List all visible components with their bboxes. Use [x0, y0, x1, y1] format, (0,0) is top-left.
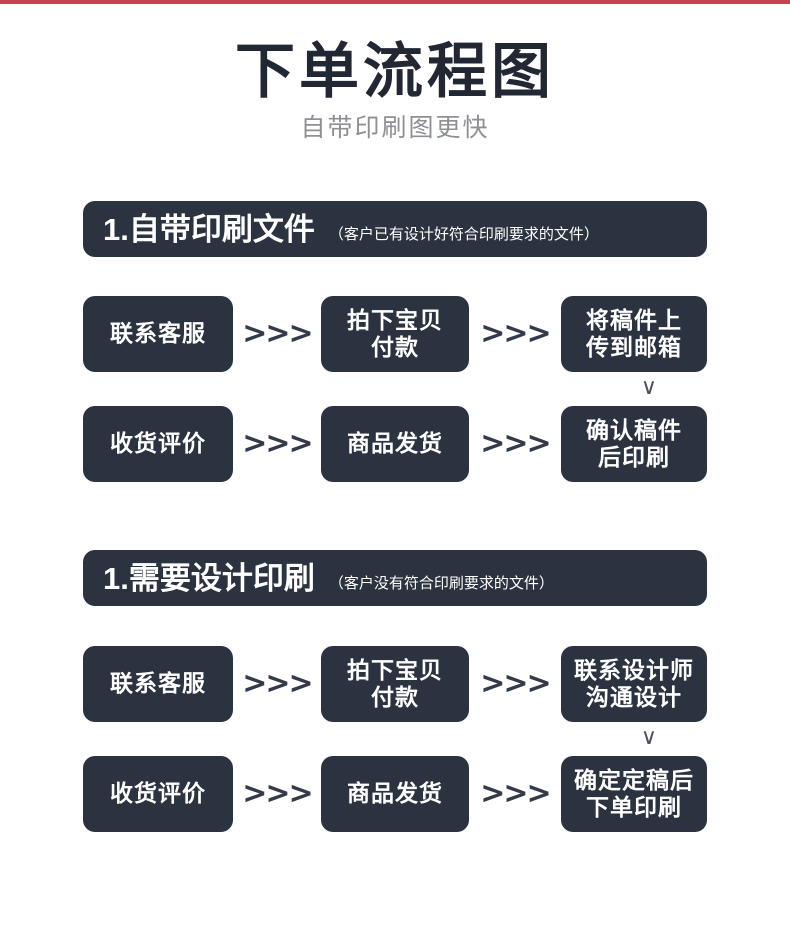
page-title-block: 下单流程图 自带印刷图更快	[0, 4, 790, 142]
section-1-note: （客户已有设计好符合印刷要求的文件）	[328, 225, 599, 243]
flow-row: 收货评价 >>> 商品发货 >>> 确定定稿后 下单印刷	[83, 755, 707, 833]
flow-node[interactable]: 商品发货	[321, 406, 469, 482]
top-accent-rule	[0, 0, 790, 4]
flow-node[interactable]: 联系设计师 沟通设计	[561, 646, 707, 722]
flow-row: 联系客服 >>> 拍下宝贝 付款 >>> 联系设计师 沟通设计	[83, 645, 707, 723]
flow-arrow-icon: >>>	[480, 776, 551, 811]
section-2-note: （客户没有符合印刷要求的文件）	[328, 574, 554, 592]
flow-node[interactable]: 将稿件上 传到邮箱	[561, 296, 707, 372]
flow-node[interactable]: 确认稿件 后印刷	[561, 406, 707, 482]
flow-row: 收货评价 >>> 商品发货 >>> 确认稿件 后印刷	[83, 405, 707, 483]
chevron-down-icon: ∨	[640, 375, 657, 400]
flow-node[interactable]: 收货评价	[83, 756, 233, 832]
section-1-header-wrap: 1.自带印刷文件 （客户已有设计好符合印刷要求的文件）	[0, 201, 790, 257]
flowchart-page: 下单流程图 自带印刷图更快 1.自带印刷文件 （客户已有设计好符合印刷要求的文件…	[0, 4, 790, 948]
page-title: 下单流程图	[235, 38, 555, 105]
flow-node[interactable]: 商品发货	[321, 756, 469, 832]
section-2-rows: 联系客服 >>> 拍下宝贝 付款 >>> 联系设计师 沟通设计 ∨ 收货评价 >…	[0, 645, 790, 833]
flow-arrow-icon: >>>	[242, 426, 313, 461]
flow-arrow-icon: >>>	[480, 666, 551, 701]
section-2-header-wrap: 1.需要设计印刷 （客户没有符合印刷要求的文件）	[0, 550, 790, 606]
flow-node[interactable]: 联系客服	[83, 296, 233, 372]
flow-arrow-icon: >>>	[480, 316, 551, 351]
flow-arrow-icon: >>>	[242, 776, 313, 811]
section-2-header: 1.需要设计印刷 （客户没有符合印刷要求的文件）	[83, 550, 707, 606]
flow-arrow-icon: >>>	[480, 426, 551, 461]
flow-node[interactable]: 收货评价	[83, 406, 233, 482]
flow-row: 联系客服 >>> 拍下宝贝 付款 >>> 将稿件上 传到邮箱	[83, 295, 707, 373]
page-subtitle: 自带印刷图更快	[300, 113, 490, 142]
flow-node[interactable]: 拍下宝贝 付款	[321, 296, 469, 372]
chevron-down-icon: ∨	[640, 725, 657, 750]
section-1-title: 1.自带印刷文件	[103, 211, 315, 247]
section-2-flow: 联系客服 >>> 拍下宝贝 付款 >>> 联系设计师 沟通设计 ∨ 收货评价 >…	[83, 645, 707, 833]
flow-node[interactable]: 确定定稿后 下单印刷	[561, 756, 707, 832]
section-2-title: 1.需要设计印刷	[103, 560, 315, 596]
flow-arrow-icon: >>>	[242, 316, 313, 351]
section-1-header: 1.自带印刷文件 （客户已有设计好符合印刷要求的文件）	[83, 201, 707, 257]
flow-arrow-icon: >>>	[242, 666, 313, 701]
section-1-flow: 联系客服 >>> 拍下宝贝 付款 >>> 将稿件上 传到邮箱 ∨ 收货评价 >>…	[83, 295, 707, 483]
section-1-rows: 联系客服 >>> 拍下宝贝 付款 >>> 将稿件上 传到邮箱 ∨ 收货评价 >>…	[0, 295, 790, 483]
flow-node[interactable]: 联系客服	[83, 646, 233, 722]
flow-node[interactable]: 拍下宝贝 付款	[321, 646, 469, 722]
